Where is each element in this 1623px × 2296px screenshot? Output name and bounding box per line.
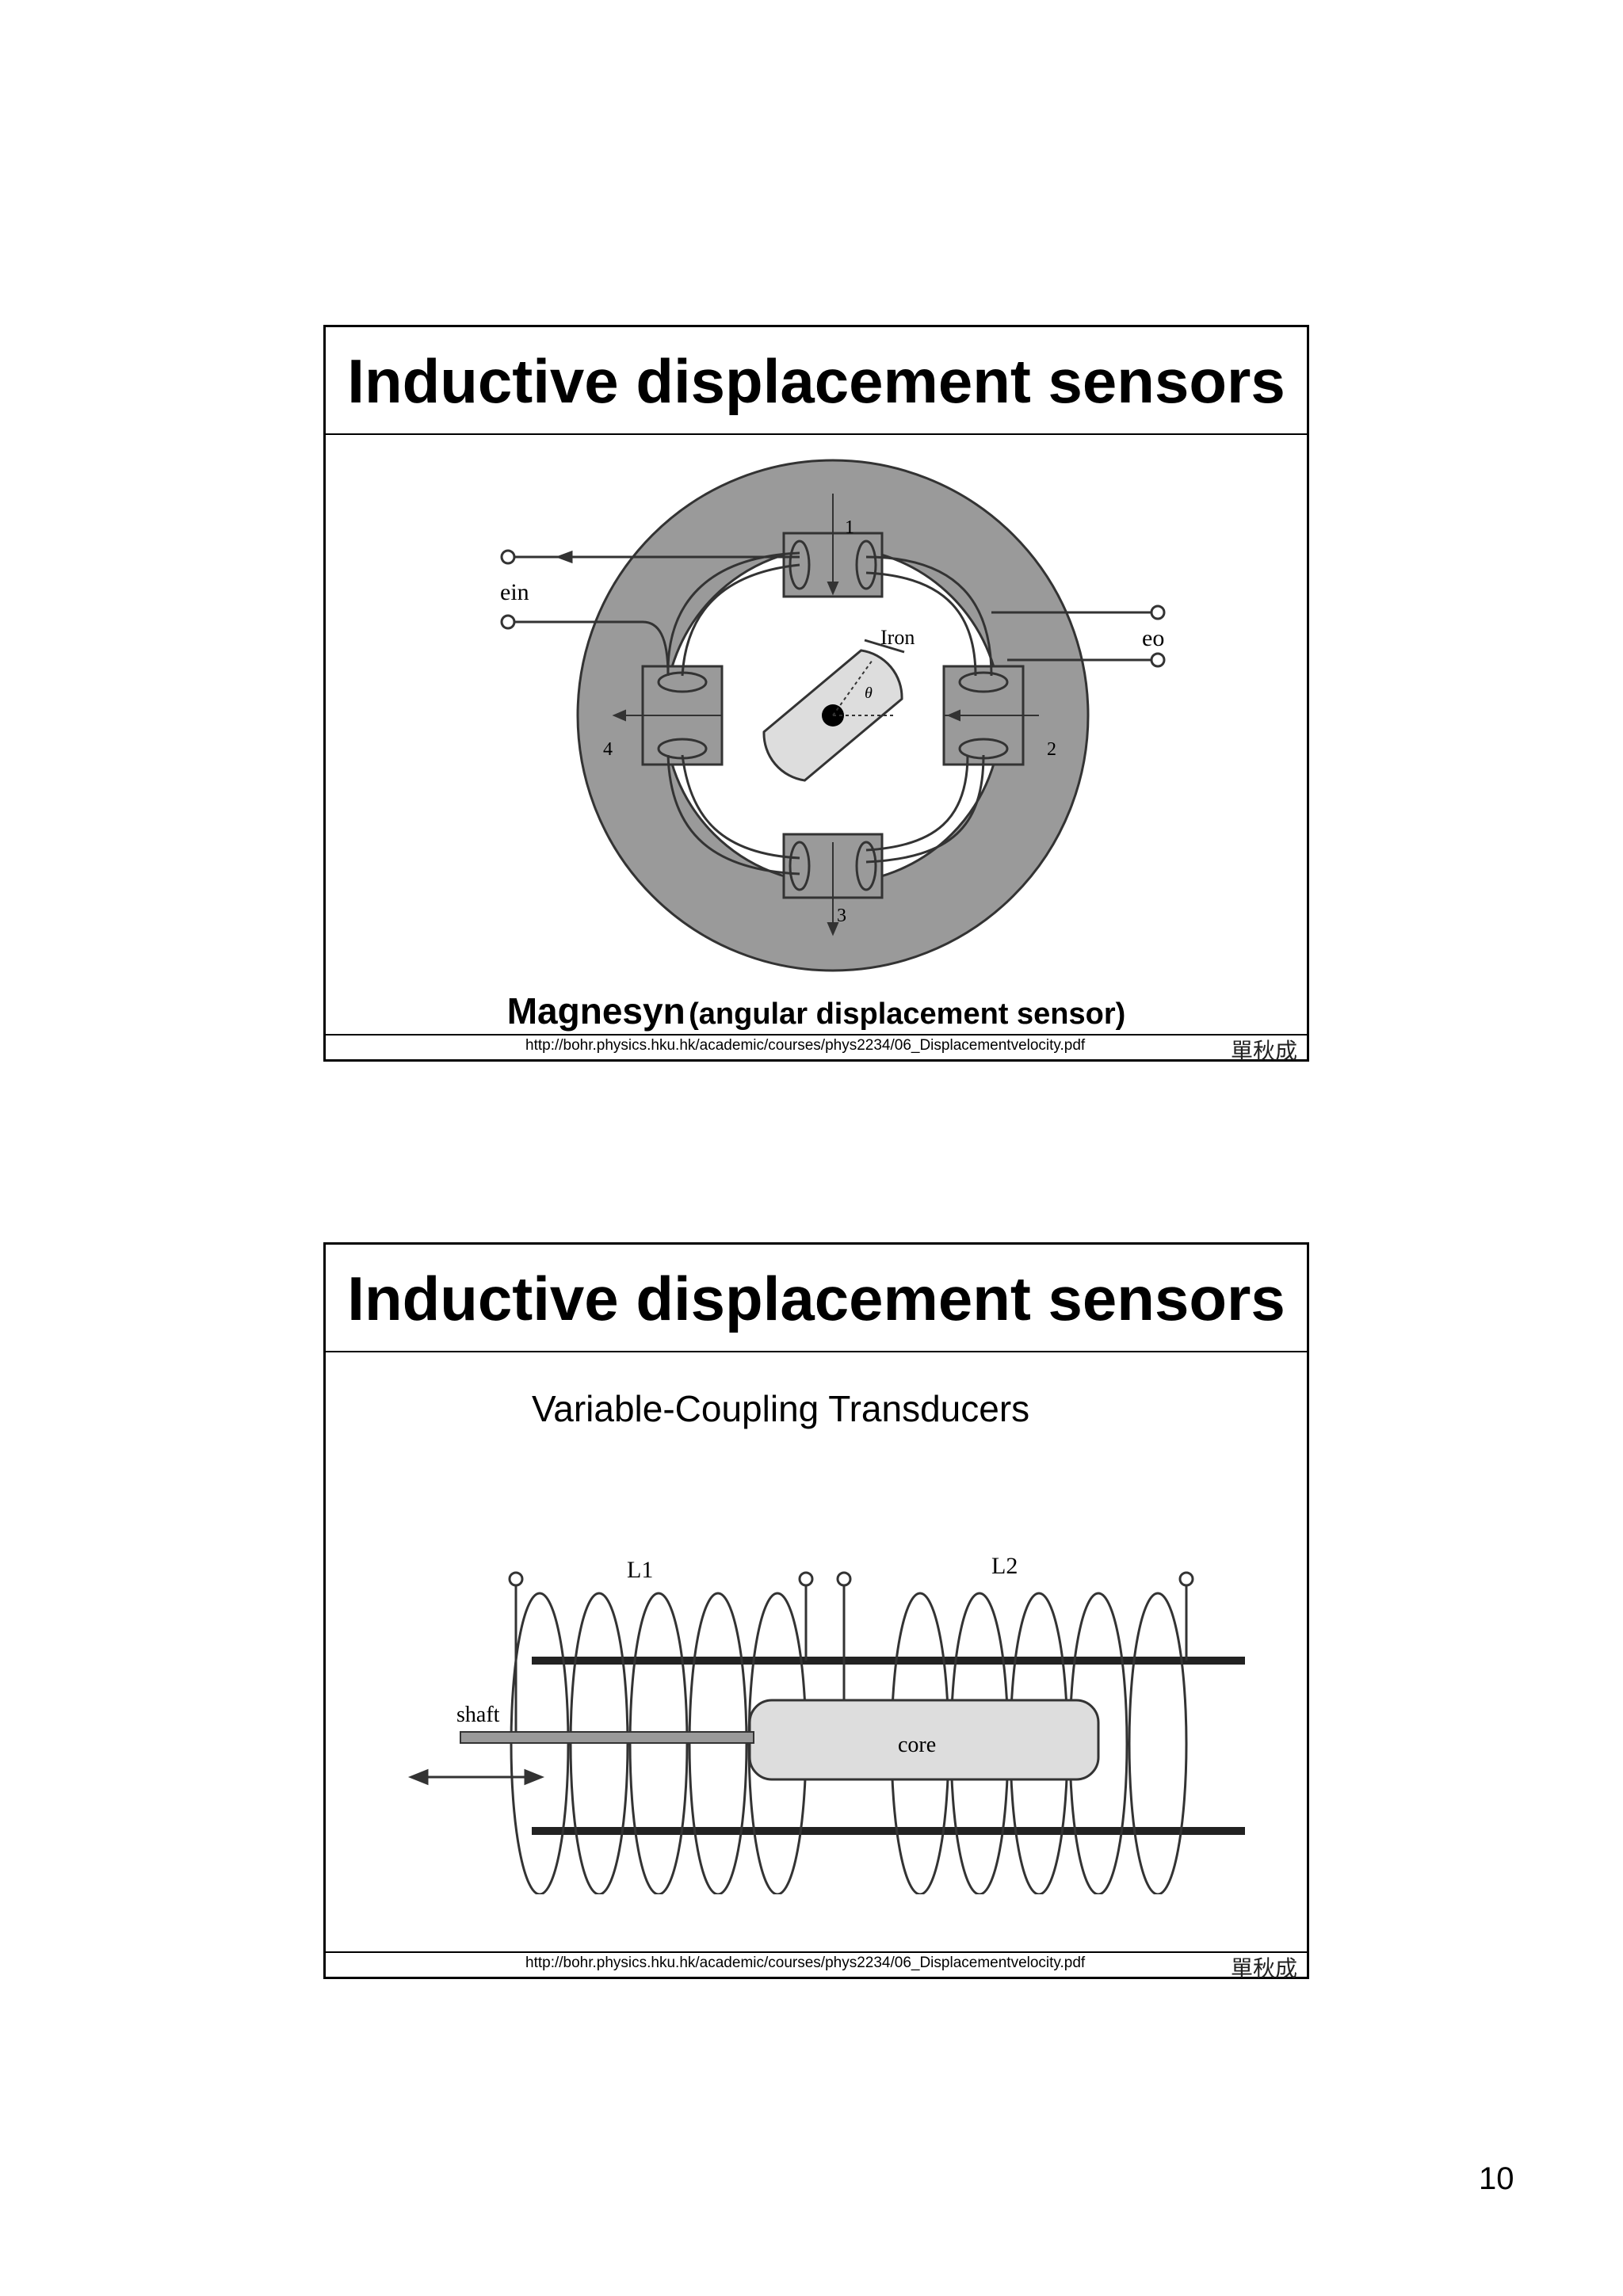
theta-label: θ xyxy=(865,685,873,702)
caption-sub: (angular displacement sensor) xyxy=(689,997,1126,1031)
core-label: core xyxy=(898,1733,936,1757)
pole-label-1: 1 xyxy=(845,517,854,538)
slide-footer: http://bohr.physics.hku.hk/academic/cour… xyxy=(326,1951,1307,1981)
slide-variable-coupling: Inductive displacement sensors Variable-… xyxy=(323,1242,1309,1981)
magnesyn-diagram: 1 2 3 4 Iron θ ein eo xyxy=(500,459,1166,972)
pole-label-4: 4 xyxy=(603,739,613,760)
shaft-label: shaft xyxy=(456,1703,500,1727)
pole-label-3: 3 xyxy=(837,906,846,926)
iron-label: Iron xyxy=(880,626,915,649)
source-url: http://bohr.physics.hku.hk/academic/cour… xyxy=(525,1955,1086,1971)
coil-label-l1: L1 xyxy=(627,1557,653,1583)
source-url: http://bohr.physics.hku.hk/academic/cour… xyxy=(525,1037,1086,1054)
slide-footer: http://bohr.physics.hku.hk/academic/cour… xyxy=(326,1034,1307,1064)
variable-coupling-diagram: L1 L2 shaft core xyxy=(407,1553,1245,1894)
figure-caption: Magnesyn (angular displacement sensor) xyxy=(326,990,1307,1032)
slide-title: Inductive displacement sensors xyxy=(326,327,1307,435)
caption-main: Magnesyn xyxy=(506,990,685,1032)
author-name: 單秋成 xyxy=(1230,1955,1297,1981)
slide-subtitle: Variable-Coupling Transducers xyxy=(532,1388,1030,1429)
slide-title: Inductive displacement sensors xyxy=(326,1245,1307,1352)
ein-label: ein xyxy=(500,579,529,605)
author-name: 單秋成 xyxy=(1230,1038,1297,1064)
pole-label-2: 2 xyxy=(1047,739,1056,760)
page-number: 10 xyxy=(1479,2161,1514,2196)
coil-label-l2: L2 xyxy=(991,1553,1018,1579)
eo-label: eo xyxy=(1142,625,1164,651)
slide-magnesyn: Inductive displacement sensors xyxy=(323,325,1309,1064)
